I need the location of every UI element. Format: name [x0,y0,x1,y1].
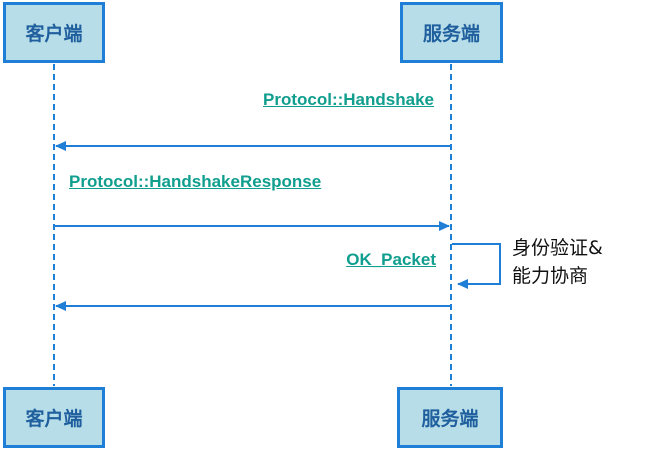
handshake-response-label: Protocol::HandshakeResponse [69,172,322,191]
server-label-bottom: 服务端 [421,408,479,430]
ok-packet-label: OK_Packet [346,250,436,269]
self-message-arrow [452,243,501,289]
self-message-line-2: 能力协商 [512,265,589,287]
self-message-line-1: 身份验证& [512,237,603,259]
client-lifeline-header-top: 客户端 [3,2,105,63]
client-label-bottom: 客户端 [25,408,83,430]
self-message-note: 身份验证& 能力协商 [512,234,603,290]
client-label-top: 客户端 [25,23,83,45]
server-lifeline-header-bottom: 服务端 [397,387,503,448]
handshake-label: Protocol::Handshake [263,90,434,109]
client-lifeline-header-bottom: 客户端 [3,387,105,448]
server-lifeline-header-top: 服务端 [400,2,503,63]
server-label-top: 服务端 [422,23,480,45]
